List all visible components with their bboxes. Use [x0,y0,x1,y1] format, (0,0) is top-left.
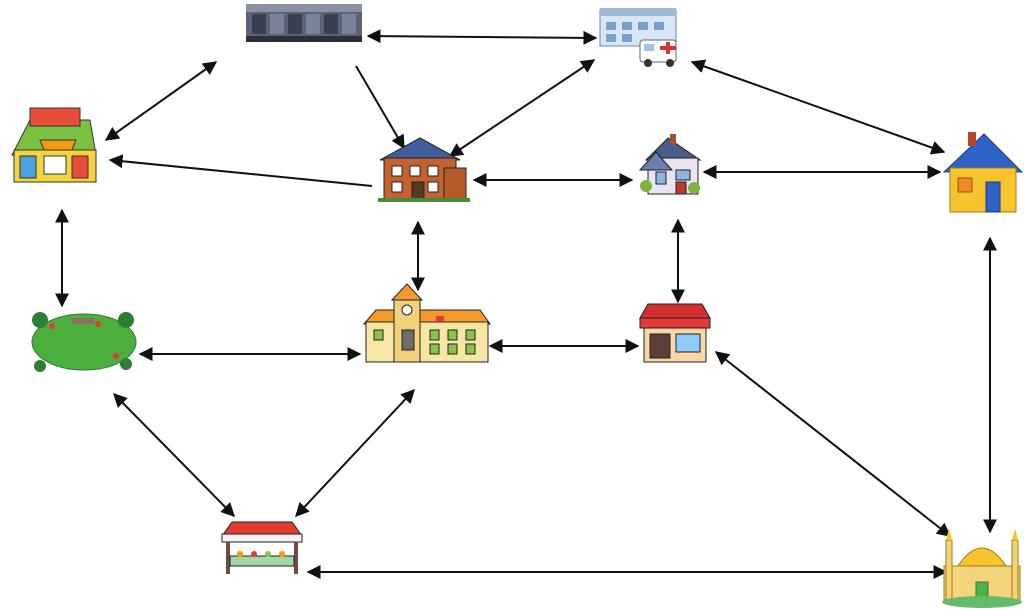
park-icon [31,312,137,372]
arrow-factory-shop [104,61,218,141]
arrow-hospital-house-yellow [690,59,946,155]
edges-layer [55,29,997,579]
arrow-factory-hospital [366,29,598,45]
arrow-store-mosque [714,351,952,537]
store-icon [639,303,711,363]
brown-house-icon [378,137,470,202]
arrow-house-brown-shop [108,154,373,187]
arrow-factory-house-brown [355,65,405,150]
arrow-school-market [295,388,415,518]
arrow-park-market [113,393,235,517]
mosque-icon [942,528,1022,608]
school-icon [362,283,491,363]
yellow-house-icon [942,132,1024,213]
factory-icon [246,4,362,42]
market-stall-icon [221,521,303,574]
villa-icon [638,134,702,195]
arrow-hospital-house-brown [448,59,596,157]
shop-icon [11,107,97,183]
hospital-icon [599,8,677,67]
